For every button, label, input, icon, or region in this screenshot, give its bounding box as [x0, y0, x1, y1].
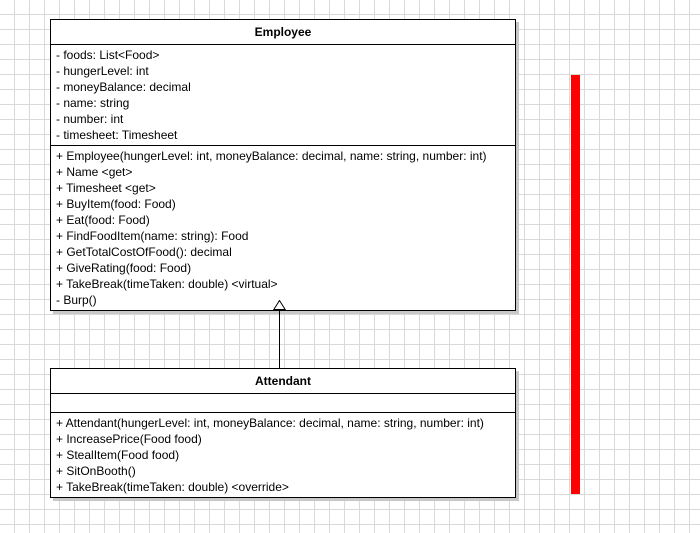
- uml-operation-row: + TakeBreak(timeTaken: double) <virtual>: [56, 277, 278, 291]
- uml-operation-row: + IncreasePrice(Food food): [56, 432, 202, 446]
- uml-operation-row: + BuyItem(food: Food): [56, 197, 176, 211]
- generalization-line: [279, 309, 280, 368]
- uml-attribute-row: - foods: List<Food>: [56, 48, 160, 62]
- uml-class-attendant-title: Attendant: [51, 369, 515, 394]
- generalization-hollow-triangle-icon: [273, 300, 286, 310]
- uml-attribute-row: - number: int: [56, 112, 124, 126]
- uml-operation-row: - Burp(): [56, 293, 97, 307]
- uml-operation-row: + GetTotalCostOfFood(): decimal: [56, 245, 232, 259]
- uml-operation-row: + SitOnBooth(): [56, 464, 136, 478]
- uml-class-employee-attributes: - foods: List<Food> - hungerLevel: int - m…: [51, 45, 515, 146]
- uml-attribute-row: - name: string: [56, 96, 130, 110]
- uml-class-attendant-operations: + Attendant(hungerLevel: int, moneyBalan…: [51, 413, 515, 497]
- uml-class-attendant-attributes: [51, 394, 515, 413]
- uml-operation-row: + Eat(food: Food): [56, 213, 150, 227]
- uml-operation-row: + Employee(hungerLevel: int, moneyBalanc…: [56, 149, 487, 163]
- uml-operation-row: + Timesheet <get>: [56, 181, 156, 195]
- uml-class-employee-title: Employee: [51, 20, 515, 45]
- uml-attribute-row: - hungerLevel: int: [56, 64, 149, 78]
- uml-attribute-row: - moneyBalance: decimal: [56, 80, 191, 94]
- uml-attribute-row: - timesheet: Timesheet: [56, 128, 178, 142]
- uml-operation-row: + TakeBreak(timeTaken: double) <override…: [56, 480, 289, 494]
- uml-class-employee-operations: + Employee(hungerLevel: int, moneyBalanc…: [51, 146, 515, 310]
- uml-operation-row: + Name <get>: [56, 165, 133, 179]
- uml-class-attendant[interactable]: Attendant + Attendant(hungerLevel: int, …: [50, 368, 516, 498]
- uml-operation-row: + FindFoodItem(name: string): Food: [56, 229, 249, 243]
- uml-operation-row: + StealItem(Food food): [56, 448, 180, 462]
- uml-class-employee[interactable]: Employee - foods: List<Food> - hungerLeve…: [50, 19, 516, 311]
- red-annotation-arrow-shaft: [571, 75, 580, 494]
- uml-operation-row: + Attendant(hungerLevel: int, moneyBalan…: [56, 416, 484, 430]
- uml-operation-row: + GiveRating(food: Food): [56, 261, 192, 275]
